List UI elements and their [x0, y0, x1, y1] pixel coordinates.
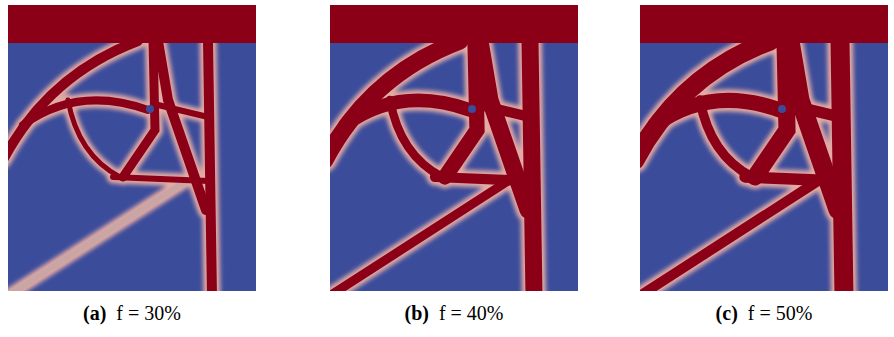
member-halo [8, 181, 186, 291]
solid-member [23, 100, 148, 125]
solid-member [480, 105, 530, 117]
subfigure-tag: (a) [83, 302, 106, 325]
solid-member [435, 177, 530, 181]
solid-member [790, 105, 840, 117]
solid-member [755, 41, 787, 177]
member-halo [530, 41, 534, 291]
caption-text: f = 50% [748, 302, 813, 325]
design-panel [330, 5, 578, 291]
void-dot [468, 105, 476, 113]
caption-text: f = 40% [439, 302, 504, 325]
void-dot [778, 105, 786, 113]
solid-member [68, 100, 120, 177]
solid-member [745, 177, 840, 181]
solid-member [158, 105, 208, 117]
design-panel [640, 5, 888, 291]
solid-member [390, 100, 442, 177]
subfigure-caption: (a) f = 30% [83, 302, 181, 325]
fixed-top-bar [640, 5, 888, 43]
member-halo [745, 177, 840, 181]
member-halo [840, 41, 844, 291]
solid-member [840, 41, 844, 291]
fixed-top-bar [330, 5, 578, 43]
member-halo [208, 41, 212, 291]
member-halo [700, 100, 752, 177]
solid-member [123, 41, 155, 177]
solid-member [345, 100, 470, 125]
member-halo [68, 100, 120, 177]
solid-member [700, 100, 752, 177]
member-halo [640, 181, 818, 291]
solid-member [530, 41, 534, 291]
void-dot [146, 105, 154, 113]
member-halo [330, 181, 508, 291]
subfigure-caption: (b) f = 40% [404, 302, 503, 325]
member-halo [390, 100, 442, 177]
subfigure-tag: (c) [716, 302, 738, 325]
design-panel [8, 5, 256, 291]
fixed-top-bar [8, 5, 256, 43]
subfigure-tag: (b) [404, 302, 428, 325]
solid-member [655, 100, 780, 125]
solid-member [8, 181, 186, 291]
member-halo [158, 105, 208, 117]
member-halo [435, 177, 530, 181]
caption-text: f = 30% [116, 302, 181, 325]
member-halo [113, 177, 208, 181]
solid-member [330, 181, 508, 291]
solid-member [445, 41, 477, 177]
solid-member [113, 177, 208, 181]
solid-member [208, 41, 212, 291]
solid-member [640, 181, 818, 291]
subfigure-caption: (c) f = 50% [716, 302, 813, 325]
